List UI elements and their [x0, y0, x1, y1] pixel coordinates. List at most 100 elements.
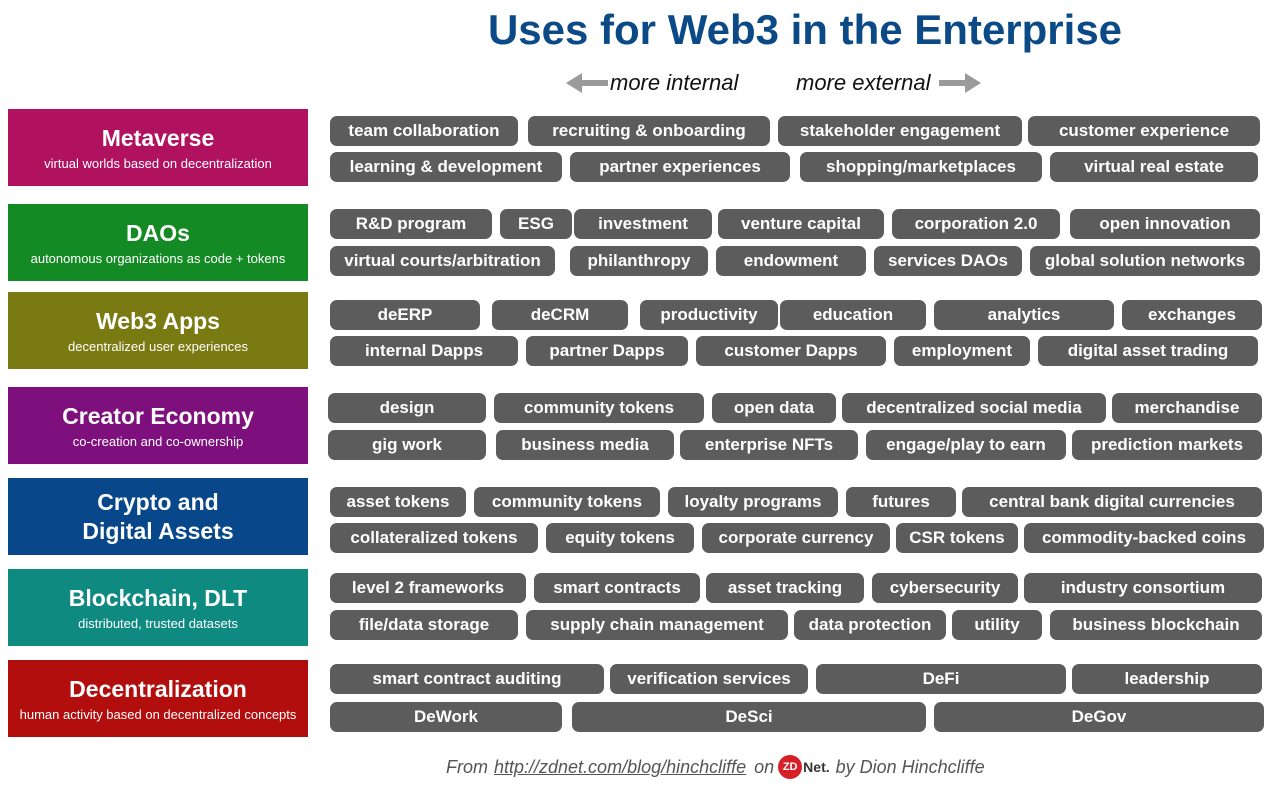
- category-daos: DAOs autonomous organizations as code + t…: [8, 204, 308, 281]
- category-subtitle: virtual worlds based on decentralization: [44, 155, 272, 171]
- use-case-pill: services DAOs: [874, 246, 1022, 276]
- category-decentralization: Decentralization human activity based on …: [8, 660, 308, 737]
- use-case-pill: DeWork: [330, 702, 562, 732]
- zdnet-net: Net.: [803, 759, 830, 775]
- use-case-pill: R&D program: [330, 209, 492, 239]
- use-case-pill: utility: [952, 610, 1042, 640]
- arrow-left-icon: [566, 73, 608, 93]
- use-case-pill: CSR tokens: [896, 523, 1018, 553]
- category-web3-apps: Web3 Apps decentralized user experiences: [8, 292, 308, 369]
- use-case-pill: asset tokens: [330, 487, 466, 517]
- more-internal-indicator: more internal: [566, 68, 738, 98]
- category-subtitle: distributed, trusted datasets: [78, 615, 238, 631]
- use-case-pill: design: [328, 393, 486, 423]
- use-case-pill: virtual real estate: [1050, 152, 1258, 182]
- use-case-pill: DeGov: [934, 702, 1264, 732]
- use-case-pill: file/data storage: [330, 610, 518, 640]
- category-name: Metaverse: [101, 125, 215, 152]
- use-case-pill: ESG: [500, 209, 572, 239]
- category-blockchain-dlt: Blockchain, DLT distributed, trusted data…: [8, 569, 308, 646]
- use-case-pill: collateralized tokens: [330, 523, 538, 553]
- use-case-pill: partner Dapps: [526, 336, 688, 366]
- use-case-pill: community tokens: [494, 393, 704, 423]
- use-case-pill: employment: [894, 336, 1030, 366]
- use-case-pill: open data: [712, 393, 836, 423]
- use-case-pill: partner experiences: [570, 152, 790, 182]
- category-name: Blockchain, DLT: [68, 585, 248, 612]
- use-case-pill: stakeholder engagement: [778, 116, 1022, 146]
- category-creator-economy: Creator Economy co-creation and co-owners…: [8, 387, 308, 464]
- use-case-pill: team collaboration: [330, 116, 518, 146]
- credit-author: by Dion Hinchcliffe: [835, 756, 985, 777]
- use-case-pill: data protection: [794, 610, 946, 640]
- category-subtitle: decentralized user experiences: [68, 338, 248, 354]
- use-case-pill: productivity: [640, 300, 778, 330]
- use-case-pill: merchandise: [1112, 393, 1262, 423]
- category-subtitle: autonomous organizations as code + token…: [30, 250, 286, 266]
- more-external-indicator: more external: [796, 68, 981, 98]
- use-case-pill: recruiting & onboarding: [528, 116, 770, 146]
- use-case-pill: supply chain management: [526, 610, 788, 640]
- zdnet-logo: ZD Net.: [778, 755, 830, 779]
- use-case-pill: prediction markets: [1072, 430, 1262, 460]
- use-case-pill: deERP: [330, 300, 480, 330]
- use-case-pill: engage/play to earn: [866, 430, 1066, 460]
- use-case-pill: analytics: [934, 300, 1114, 330]
- arrow-right-icon: [938, 73, 981, 93]
- use-case-pill: gig work: [328, 430, 486, 460]
- use-case-pill: virtual courts/arbitration: [330, 246, 555, 276]
- use-case-pill: DeSci: [572, 702, 926, 732]
- use-case-pill: decentralized social media: [842, 393, 1106, 423]
- use-case-pill: equity tokens: [546, 523, 694, 553]
- use-case-pill: shopping/marketplaces: [800, 152, 1042, 182]
- use-case-pill: internal Dapps: [330, 336, 518, 366]
- category-name: DAOs: [126, 220, 190, 247]
- category-name: Creator Economy: [62, 403, 254, 430]
- use-case-pill: exchanges: [1122, 300, 1262, 330]
- use-case-pill: customer experience: [1028, 116, 1260, 146]
- more-external-label: more external: [796, 70, 931, 95]
- use-case-pill: smart contract auditing: [330, 664, 604, 694]
- use-case-pill: digital asset trading: [1038, 336, 1258, 366]
- use-case-pill: investment: [574, 209, 712, 239]
- credit-from: From: [446, 756, 488, 777]
- category-name: Crypto and Digital Assets: [82, 489, 234, 544]
- page-title: Uses for Web3 in the Enterprise: [487, 6, 1123, 53]
- use-case-pill: business blockchain: [1050, 610, 1262, 640]
- use-case-pill: open innovation: [1070, 209, 1260, 239]
- use-case-pill: level 2 frameworks: [330, 573, 526, 603]
- use-case-pill: business media: [496, 430, 674, 460]
- use-case-pill: global solution networks: [1030, 246, 1260, 276]
- use-case-pill: education: [780, 300, 926, 330]
- source-credit: From http://zdnet.com/blog/hinchcliffe o…: [446, 752, 985, 782]
- use-case-pill: community tokens: [474, 487, 660, 517]
- use-case-pill: futures: [846, 487, 956, 517]
- use-case-pill: leadership: [1072, 664, 1262, 694]
- use-case-pill: customer Dapps: [696, 336, 886, 366]
- use-case-pill: philanthropy: [570, 246, 708, 276]
- use-case-pill: cybersecurity: [872, 573, 1018, 603]
- use-case-pill: corporate currency: [702, 523, 890, 553]
- use-case-pill: commodity-backed coins: [1024, 523, 1264, 553]
- category-subtitle: human activity based on decentralized co…: [19, 706, 297, 722]
- credit-on: on: [754, 756, 775, 777]
- use-case-pill: smart contracts: [534, 573, 700, 603]
- use-case-pill: central bank digital currencies: [962, 487, 1262, 517]
- source-link[interactable]: http://zdnet.com/blog/hinchcliffe: [494, 756, 747, 777]
- category-name: Decentralization: [69, 676, 247, 703]
- category-crypto-and-digital-assets: Crypto and Digital Assets: [8, 478, 308, 555]
- use-case-pill: verification services: [610, 664, 808, 694]
- zdnet-badge: ZD: [778, 755, 803, 779]
- use-case-pill: industry consortium: [1024, 573, 1262, 603]
- more-internal-label: more internal: [610, 70, 739, 95]
- use-case-pill: loyalty programs: [668, 487, 838, 517]
- category-name: Web3 Apps: [96, 308, 220, 335]
- use-case-pill: corporation 2.0: [892, 209, 1060, 239]
- use-case-pill: enterprise NFTs: [680, 430, 858, 460]
- category-subtitle: co-creation and co-ownership: [72, 433, 244, 449]
- use-case-pill: venture capital: [718, 209, 884, 239]
- use-case-pill: endowment: [716, 246, 866, 276]
- use-case-pill: deCRM: [492, 300, 628, 330]
- use-case-pill: DeFi: [816, 664, 1066, 694]
- use-case-pill: learning & development: [330, 152, 562, 182]
